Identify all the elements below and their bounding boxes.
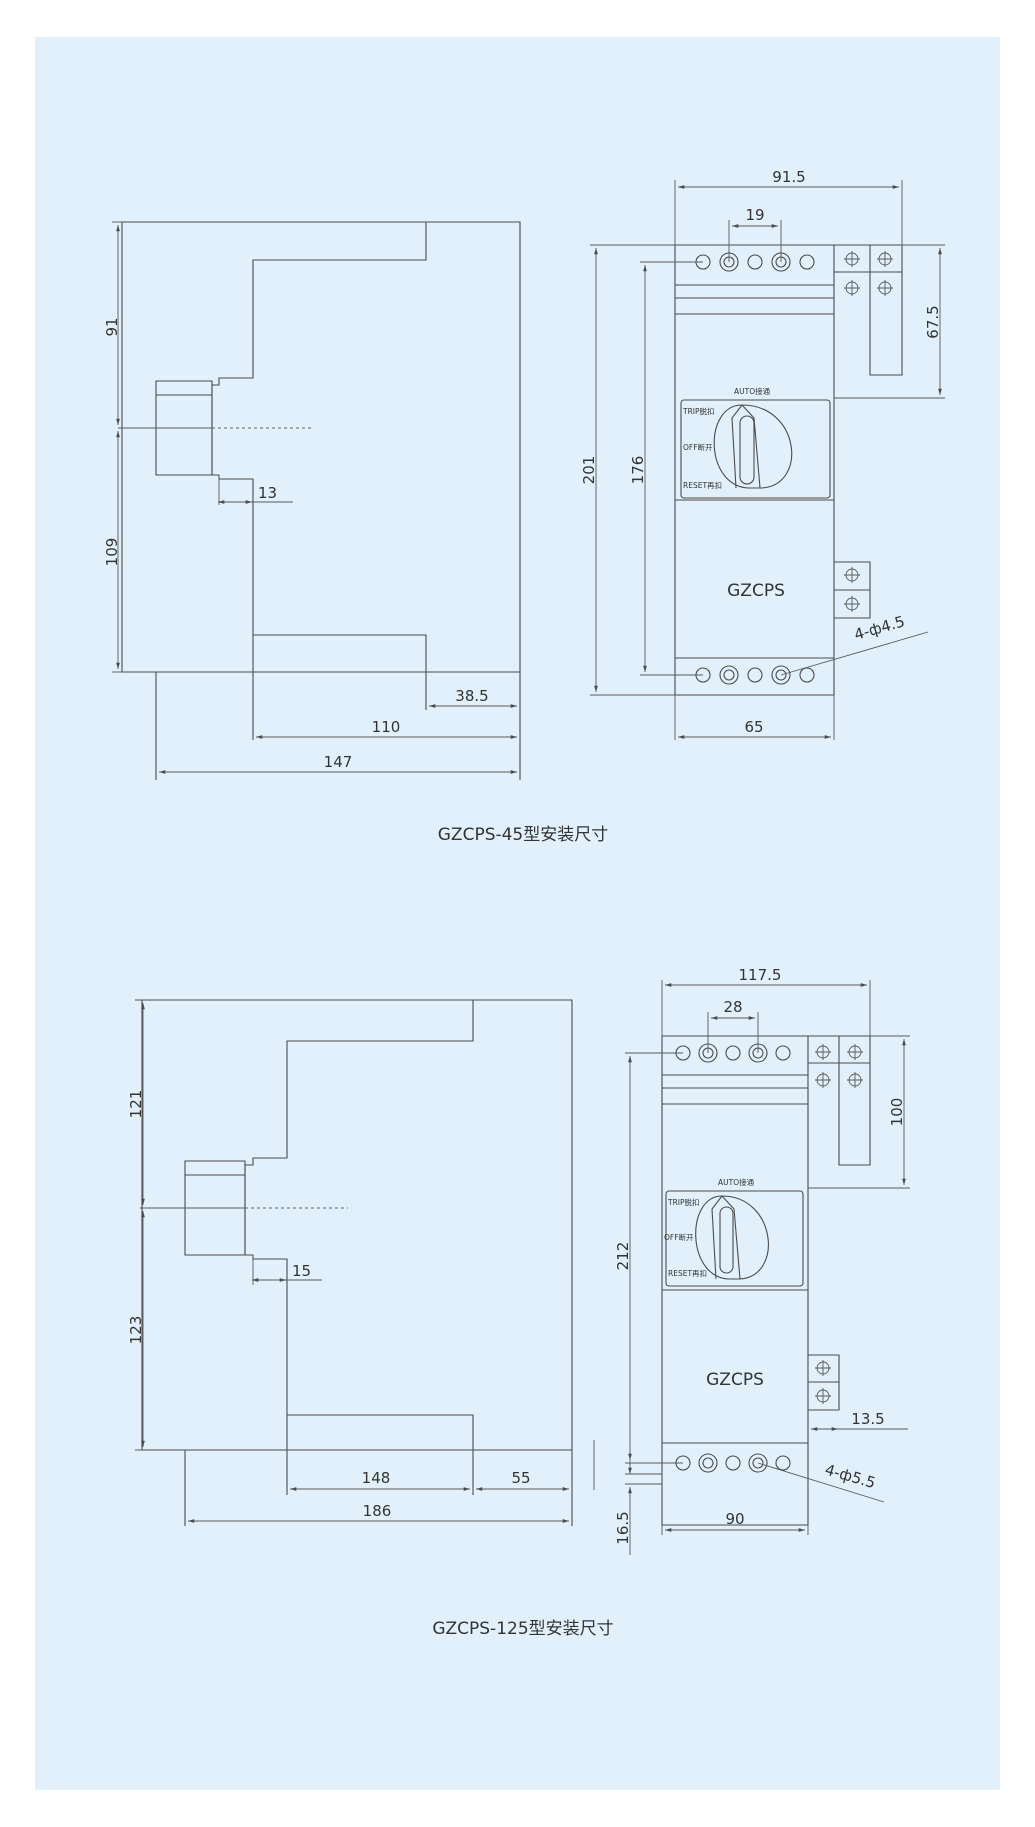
top-terminals (695, 252, 815, 272)
dim-knob-depth: 13 (258, 484, 277, 502)
dim-body-depth: 110 (372, 718, 401, 736)
dim-hole-pitch: 28 (723, 998, 742, 1016)
front-view-45: AUTO接通 TRIP脱扣 OFF断开 RESET再扣 GZCPS 91.5 1… (580, 168, 945, 740)
dim-total-height: 201 (580, 456, 598, 485)
label-off: OFF断开 (664, 1232, 694, 1242)
rotary-knob (713, 404, 793, 489)
dim-tail: 55 (511, 1469, 530, 1487)
aux-contact-top (808, 1035, 871, 1166)
dim-hole-pitch: 19 (745, 206, 764, 224)
side-outline-frame (121, 221, 521, 673)
dim-aux-height: 67.5 (924, 305, 942, 338)
dim-top-height: 91 (103, 317, 121, 336)
side-profile (244, 999, 572, 1450)
dim-bottom-offset: 16.5 (614, 1511, 632, 1544)
top-terminals (675, 1043, 791, 1063)
dim-holes: 4-ф4.5 (852, 612, 907, 644)
knob-block (184, 1160, 246, 1256)
background-panel (35, 37, 1000, 1790)
dim-holes: 4-ф5.5 (823, 1461, 878, 1493)
dim-knob-depth: 15 (292, 1262, 311, 1280)
dim-body-width: 90 (725, 1510, 744, 1528)
side-tail (253, 634, 427, 672)
dim-aux-height: 100 (888, 1098, 906, 1127)
label-auto: AUTO接通 (734, 386, 771, 396)
knob-handle (719, 1206, 734, 1274)
dim-aux-offset: 13.5 (851, 1410, 884, 1428)
dim-total-depth: 186 (363, 1502, 392, 1520)
front-view-125: AUTO接通 TRIP脱扣 OFF断开 RESET再扣 GZCPS 117.5 … (614, 966, 910, 1555)
dim-tail: 38.5 (455, 687, 488, 705)
side-outline-frame (141, 999, 573, 1451)
aux-contact-bottom (834, 561, 871, 619)
brand-label: GZCPS (706, 1370, 764, 1390)
caption-125: GZCPS-125型安装尺寸 (432, 1619, 613, 1639)
knob-block (155, 380, 213, 476)
brand-label: GZCPS (727, 581, 785, 601)
dim-total-width: 117.5 (739, 966, 782, 984)
label-off: OFF断开 (683, 442, 713, 452)
dim-bottom-height: 123 (127, 1316, 145, 1345)
aux-screws (815, 1044, 863, 1404)
knob-window (665, 1190, 804, 1287)
dim-body-width: 65 (744, 718, 763, 736)
side-view-125: 121 123 15 148 55 186 (127, 999, 595, 1526)
knob-window (680, 399, 831, 499)
dim-total-width: 91.5 (772, 168, 805, 186)
caption-45: GZCPS-45型安装尺寸 (438, 825, 609, 845)
dim-mount-height: 176 (629, 456, 647, 485)
aux-contact-bottom (808, 1354, 840, 1411)
bottom-terminals (695, 665, 815, 685)
side-view-45: 91 109 13 38.5 110 147 (103, 221, 521, 780)
label-reset: RESET再扣 (683, 480, 722, 490)
knob-handle (739, 415, 755, 485)
dim-bottom-height: 109 (103, 538, 121, 567)
label-trip: TRIP脱扣 (667, 1197, 700, 1207)
label-auto: AUTO接通 (718, 1177, 755, 1187)
rotary-knob (695, 1195, 769, 1280)
aux-contact-top (834, 244, 903, 376)
label-trip: TRIP脱扣 (682, 406, 715, 416)
dim-total-height: 212 (614, 1242, 632, 1271)
front-body (661, 1035, 809, 1526)
dim-body-depth: 148 (362, 1469, 391, 1487)
label-reset: RESET再扣 (668, 1268, 707, 1278)
bottom-terminals (675, 1453, 791, 1473)
dim-total-depth: 147 (324, 753, 353, 771)
aux-screws (844, 251, 893, 612)
dim-top-height: 121 (127, 1090, 145, 1119)
side-profile (211, 221, 520, 672)
